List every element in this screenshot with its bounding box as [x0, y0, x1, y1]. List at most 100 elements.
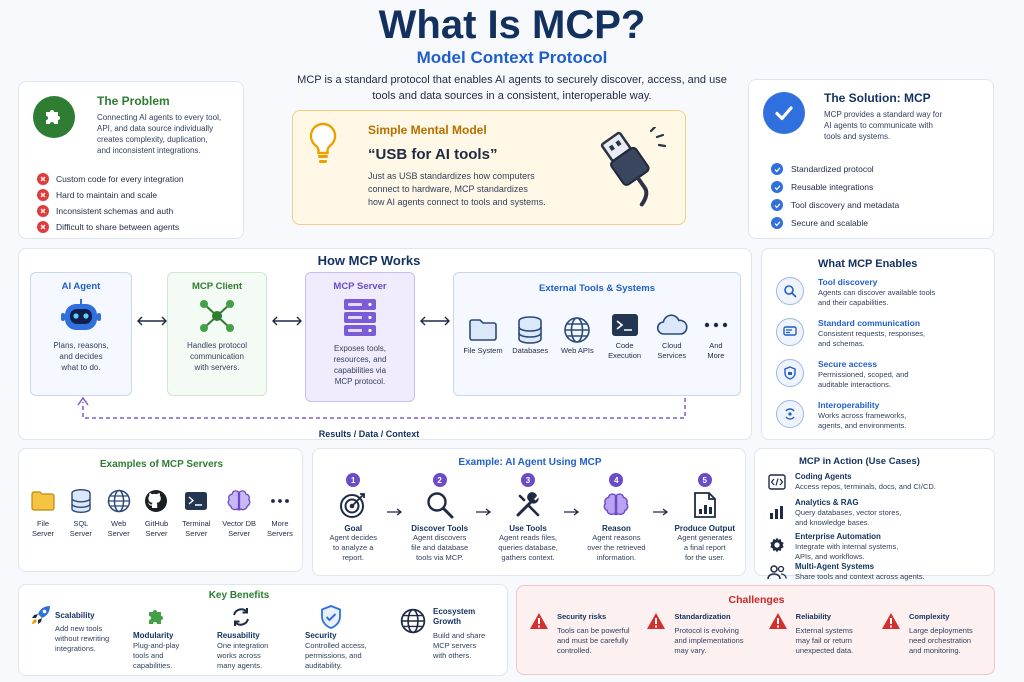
challenge-standardization: Standardization Protocol is evolving and…: [646, 612, 758, 656]
server-example-web: Web Server: [101, 487, 137, 539]
mental-model-title: Simple Mental Model: [368, 123, 487, 137]
database-icon: [507, 314, 553, 346]
return-flow-arrow: [75, 396, 695, 431]
benefit-ecosystem-growth: Ecosystem Growth Build and share MCP ser…: [399, 603, 499, 661]
more-dots-icon: [696, 309, 736, 341]
arrow-right-icon: [387, 503, 403, 521]
warning-icon: [646, 612, 668, 635]
server-example-more: More Servers: [262, 487, 298, 539]
use-cases-title: MCP in Action (Use Cases): [799, 456, 920, 467]
ai-agent-text-2: and decides: [59, 352, 103, 361]
page-description-1: MCP is a standard protocol that enables …: [297, 74, 727, 86]
flow-step-use-tools: 3 Use Tools Agent reads files, queries d…: [492, 473, 564, 563]
external-item-code-execution: Code Execution: [602, 309, 648, 361]
external-item-and-more: And More: [696, 309, 736, 361]
globe-icon: [399, 607, 427, 635]
return-flow-label: Results / Data / Context: [318, 429, 420, 439]
example-flow-title: Example: AI Agent Using MCP: [458, 457, 602, 468]
mcp-server-text-4: MCP protocol.: [334, 377, 386, 386]
challenges-title: Challenges: [728, 594, 785, 606]
mcp-server-title: MCP Server: [333, 281, 387, 292]
use-case-item: Multi-Agent Systems Share tools and cont…: [767, 562, 993, 586]
solution-text-1: MCP provides a standard way for: [824, 110, 943, 119]
terminal-icon: [602, 309, 648, 341]
use-case-item: Analytics & RAG Query databases, vector …: [767, 498, 993, 532]
robot-icon: [61, 298, 101, 334]
check-icon: [771, 217, 783, 229]
enables-card: What MCP Enables Tool discovery Agents c…: [761, 248, 995, 440]
folder-icon: [460, 314, 506, 346]
server-example-terminal: Terminal Server: [176, 487, 216, 539]
problem-list: Custom code for every integration Hard t…: [37, 171, 184, 235]
brain-icon: [580, 489, 652, 521]
mcp-client-title: MCP Client: [192, 281, 242, 292]
problem-item: Difficult to share between agents: [37, 219, 184, 235]
solution-item: Standardized protocol: [771, 160, 899, 178]
mcp-server-text-2: resources, and: [333, 355, 387, 364]
benefit-security: Security Controlled access, permissions,…: [305, 603, 381, 671]
flow-step-discover-tools: 2 Discover Tools Agent discovers file an…: [403, 473, 475, 563]
mental-model-text-1: Just as USB standardizes how computers: [368, 171, 535, 181]
report-icon: [669, 489, 741, 521]
x-icon: [37, 189, 49, 201]
step-number: 1: [346, 473, 361, 487]
message-icon: [776, 318, 804, 346]
solution-text-2: AI agents to communicate with: [824, 121, 933, 130]
x-icon: [37, 173, 49, 185]
shield-lock-icon: [776, 359, 804, 387]
folder-icon: [25, 487, 61, 515]
problem-text-2: API, and data source individually: [97, 124, 214, 133]
external-item-file-system: File System: [460, 314, 506, 356]
server-example-sql: SQL Server: [63, 487, 99, 539]
x-icon: [37, 205, 49, 217]
brain-icon: [218, 487, 260, 515]
server-stack-icon: [342, 298, 378, 338]
users-icon: [767, 562, 787, 582]
how-title: How MCP Works: [317, 253, 421, 268]
solution-item: Reusable integrations: [771, 178, 899, 196]
interoperability-icon: [776, 400, 804, 428]
code-icon: [767, 472, 787, 492]
step-number: 5: [697, 473, 712, 487]
problem-text-1: Connecting AI agents to every tool,: [97, 113, 222, 122]
external-item-databases: Databases: [507, 314, 553, 356]
ai-agent-text-1: Plans, reasons,: [53, 341, 109, 350]
external-tools-title: External Tools & Systems: [539, 283, 655, 294]
server-examples-title: Examples of MCP Servers: [99, 459, 224, 470]
server-example-file: File Server: [25, 487, 61, 539]
use-case-item: Coding Agents Access repos, terminals, d…: [767, 472, 993, 498]
step-number: 4: [609, 473, 624, 487]
challenge-complexity: Complexity Large deployments need orches…: [881, 612, 989, 656]
magnifier-icon: [776, 277, 804, 305]
mcp-client-text-1: Handles protocol: [186, 341, 248, 350]
how-mcp-works-card: How MCP Works AI Agent Plans, reasons, a…: [18, 248, 752, 440]
server-example-vector-db: Vector DB Server: [218, 487, 260, 539]
bar-chart-icon: [767, 502, 787, 522]
target-icon: [319, 489, 387, 521]
gear-icon: [767, 535, 787, 555]
flow-step-produce-output: 5 Produce Output Agent generates a final…: [669, 473, 741, 563]
mcp-client-text-3: with servers.: [194, 363, 240, 372]
ai-agent-box: AI Agent Plans, reasons, and decides wha…: [30, 272, 132, 396]
use-cases-card: MCP in Action (Use Cases) Coding Agents …: [754, 448, 995, 581]
problem-card: The Problem Connecting AI agents to ever…: [18, 81, 244, 239]
tools-icon: [492, 489, 564, 521]
globe-icon: [554, 314, 600, 346]
challenge-reliability: Reliability External systems may fail or…: [768, 612, 872, 656]
bidirectional-arrow-icon: [136, 313, 168, 331]
cloud-icon: [649, 309, 695, 341]
example-flow-card: Example: AI Agent Using MCP 1 Goal Agent…: [312, 448, 746, 576]
mcp-server-text-1: Exposes tools,: [333, 344, 387, 353]
checkmark-icon: [763, 92, 805, 134]
use-case-item: Enterprise Automation Integrate with int…: [767, 532, 993, 562]
arrow-right-icon: [564, 503, 580, 521]
warning-icon: [768, 612, 790, 635]
key-benefits-title: Key Benefits: [208, 590, 270, 601]
benefit-reusability: Reusability One integration works across…: [217, 603, 287, 671]
step-number: 2: [432, 473, 447, 487]
external-item-web-apis: Web APIs: [554, 314, 600, 356]
mental-model-text-2: connect to hardware, MCP standardizes: [368, 184, 528, 194]
bidirectional-arrow-icon: [271, 313, 303, 331]
flow-step-reason: 4 Reason Agent reasons over the retrieve…: [580, 473, 652, 563]
github-icon: [138, 487, 174, 515]
